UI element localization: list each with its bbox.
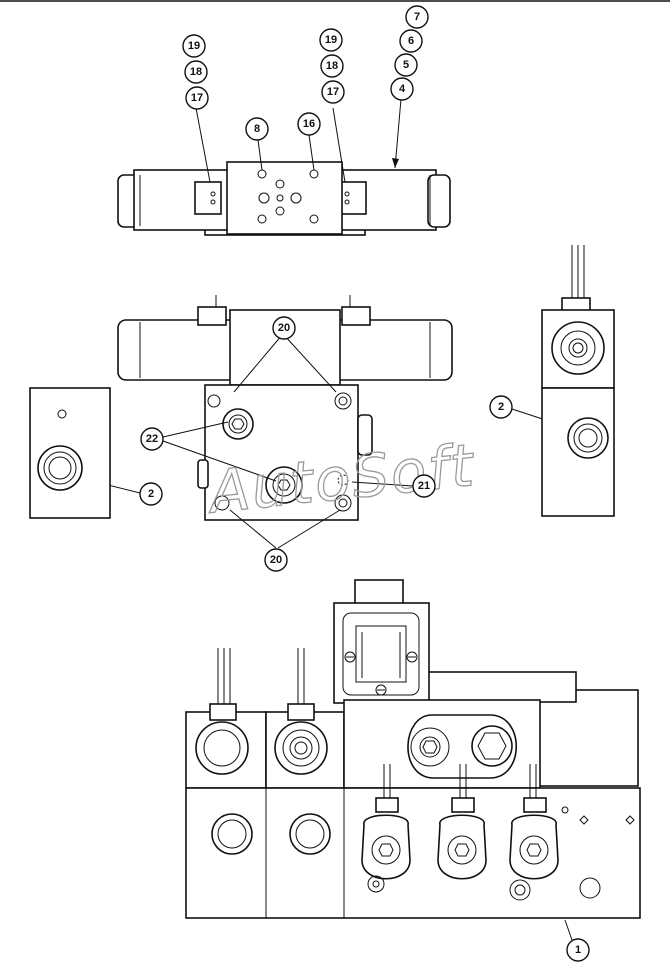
callout-16: 16 <box>297 112 321 136</box>
svg-text:19: 19 <box>188 40 200 52</box>
svg-text:21: 21 <box>418 480 430 492</box>
svg-text:20: 20 <box>278 322 290 334</box>
callout-17-left: 17 <box>185 86 209 110</box>
leader-line-bottom <box>564 919 573 941</box>
svg-text:1: 1 <box>575 944 581 956</box>
svg-text:5: 5 <box>403 59 409 71</box>
callout-2-right: 2 <box>489 395 513 419</box>
svg-text:2: 2 <box>148 488 154 500</box>
svg-text:18: 18 <box>326 60 338 72</box>
callout-5: 5 <box>394 53 418 77</box>
valve-right-side-view <box>541 245 615 517</box>
callout-2-left: 2 <box>139 482 163 506</box>
callout-18-right: 18 <box>320 54 344 78</box>
callout-8: 8 <box>245 117 269 141</box>
callout-19-right: 19 <box>319 28 343 52</box>
svg-text:17: 17 <box>327 86 339 98</box>
svg-text:2: 2 <box>498 401 504 413</box>
svg-text:19: 19 <box>325 34 337 46</box>
svg-text:4: 4 <box>399 83 406 95</box>
svg-text:18: 18 <box>190 66 202 78</box>
solenoid-valve-top-view <box>117 161 451 236</box>
callout-6: 6 <box>399 29 423 53</box>
callout-7: 7 <box>405 5 429 29</box>
valve-left-side-view <box>29 387 111 519</box>
svg-text:22: 22 <box>146 433 158 445</box>
svg-text:16: 16 <box>303 118 315 130</box>
valve-bank-assembly <box>185 579 641 919</box>
callout-21: 21 <box>412 474 436 498</box>
svg-text:6: 6 <box>408 35 414 47</box>
callout-20-lower: 20 <box>264 548 288 572</box>
svg-text:17: 17 <box>191 92 203 104</box>
svg-text:8: 8 <box>254 123 260 135</box>
callout-4: 4 <box>390 77 414 101</box>
small-solenoid-3 <box>509 764 559 901</box>
callout-17-right: 17 <box>321 80 345 104</box>
small-solenoid-1 <box>361 764 411 893</box>
svg-text:20: 20 <box>270 554 282 566</box>
callout-19-left: 19 <box>182 34 206 58</box>
leader-lines-top <box>195 98 402 183</box>
callout-18-left: 18 <box>184 60 208 84</box>
callout-22: 22 <box>140 427 164 451</box>
solenoid-valve-front-view <box>117 295 453 521</box>
svg-text:7: 7 <box>414 11 420 23</box>
callout-20-upper: 20 <box>272 316 296 340</box>
callout-1: 1 <box>566 938 590 962</box>
small-solenoid-2 <box>437 764 487 880</box>
